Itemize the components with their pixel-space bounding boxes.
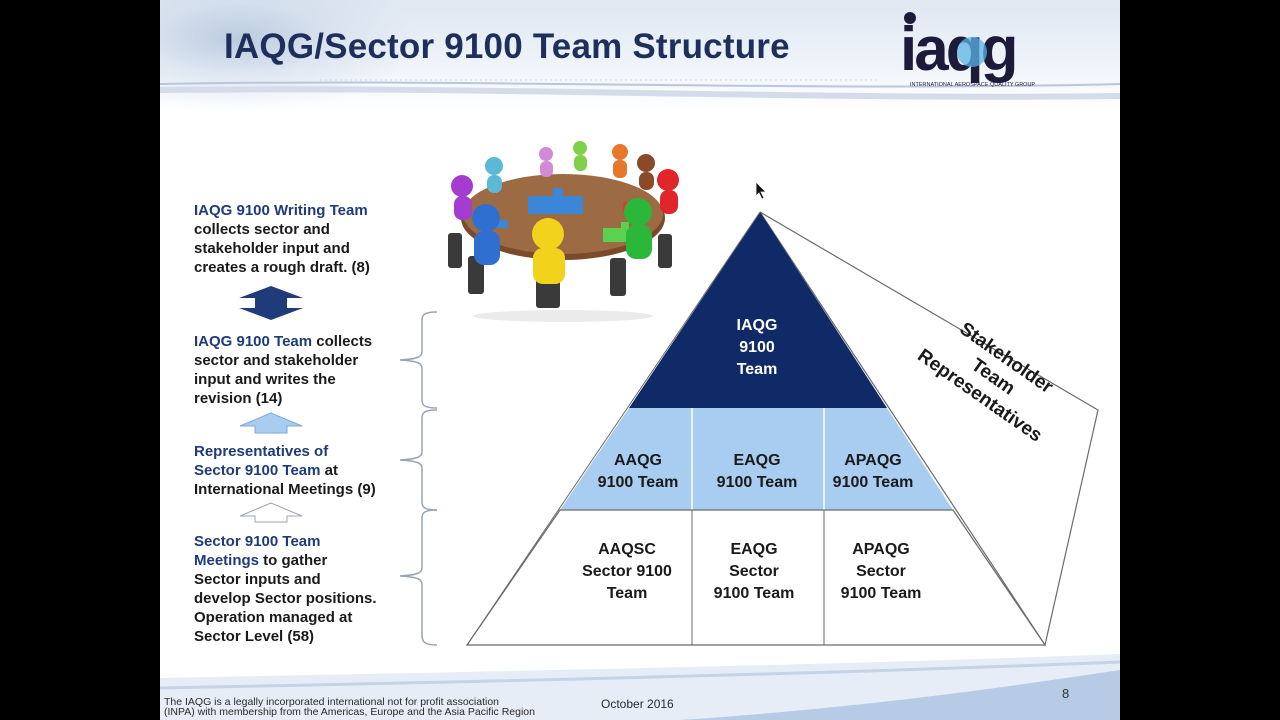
logo-subtext: INTERNATIONAL AEROSPACE QUALITY GROUP bbox=[910, 82, 1035, 88]
header-swoosh bbox=[160, 79, 1120, 100]
meeting-table-illustration bbox=[448, 141, 679, 322]
mouse-cursor-icon bbox=[755, 181, 767, 200]
writing-team-heading: IAQG 9100 Writing Team bbox=[194, 202, 368, 219]
footer-note-line-2: (INPA) with membership from the Americas… bbox=[164, 706, 535, 718]
middle-tier-3-line-2: 9100 Team bbox=[833, 474, 914, 491]
meetings-line-2-rest: to gather bbox=[259, 552, 328, 569]
middle-tier-2-line-1: EAQG bbox=[733, 452, 780, 469]
bottom-tier-2-line-1: EAQG bbox=[730, 541, 777, 558]
slide-title: IAQG/Sector 9100 Team Structure bbox=[224, 27, 790, 66]
team-line-2: sector and stakeholder bbox=[194, 352, 359, 369]
bottom-tier-2-line-3: 9100 Team bbox=[714, 585, 795, 602]
representatives-line-3: International Meetings (9) bbox=[194, 481, 376, 498]
pyramid-side-face bbox=[759, 211, 1099, 647]
top-tier-line-3: Team bbox=[737, 361, 778, 378]
meetings-line-2: Meetings to gather bbox=[194, 551, 327, 570]
representatives-line-1: Representatives of bbox=[194, 443, 329, 460]
top-tier-line-2: 9100 bbox=[739, 339, 775, 356]
slide: IAQG/Sector 9100 Team Structure iaqg INT… bbox=[160, 0, 1120, 720]
middle-tier-1-line-1: AAQG bbox=[614, 452, 662, 469]
globe-graphic bbox=[160, 0, 420, 112]
double-arrow-icon bbox=[239, 286, 303, 320]
bottom-tier-1-line-1: AAQSC bbox=[598, 541, 656, 558]
up-arrow-light-icon bbox=[239, 412, 303, 434]
pyramid-middle-tier bbox=[560, 408, 953, 510]
representatives-line-2-rest: at bbox=[320, 462, 338, 479]
pyramid-top-tier bbox=[629, 212, 887, 408]
representatives-line-2: Sector 9100 Team at bbox=[194, 461, 338, 480]
meetings-line-6: Sector Level (58) bbox=[194, 628, 315, 645]
writing-team-line-3: creates a rough draft. (8) bbox=[194, 259, 370, 276]
page-number: 8 bbox=[1062, 686, 1070, 701]
pyramid-diagram: IAQG 9100 Team AAQG 9100 Team EAQG 9100 … bbox=[465, 181, 1099, 647]
footer-band bbox=[160, 654, 1120, 720]
representatives-line-2-blue: Sector 9100 Team bbox=[194, 462, 321, 479]
writing-team-line-2: stakeholder input and bbox=[194, 240, 350, 257]
bottom-tier-3-line-1: APAQG bbox=[852, 541, 909, 558]
team-line-1-rest: collects bbox=[312, 333, 373, 350]
logo-accent-icon bbox=[957, 37, 987, 67]
middle-tier-3-line-1: APAQG bbox=[844, 452, 901, 469]
bottom-tier-1-line-3: Team bbox=[607, 585, 648, 602]
meetings-line-5: Operation managed at bbox=[194, 609, 353, 626]
team-line-3: input and writes the bbox=[194, 371, 336, 388]
logo-dot-icon bbox=[904, 12, 916, 24]
bottom-tier-3-line-2: Sector bbox=[856, 563, 906, 580]
meetings-line-4: develop Sector positions. bbox=[194, 590, 377, 607]
meetings-line-1: Sector 9100 Team bbox=[194, 533, 321, 550]
meetings-line-2-blue: Meetings bbox=[194, 552, 260, 569]
connectors-layer bbox=[239, 286, 438, 646]
bottom-tier-1-line-2: Sector 9100 bbox=[582, 563, 672, 580]
team-line-4: revision (14) bbox=[194, 390, 283, 407]
team-line-1: IAQG 9100 Team collects bbox=[194, 332, 372, 351]
footer-note-line-1: The IAQG is a legally incorporated inter… bbox=[164, 696, 500, 708]
middle-tier-2-line-2: 9100 Team bbox=[717, 474, 798, 491]
middle-tier-1-line-2: 9100 Team bbox=[598, 474, 679, 491]
brace-representatives bbox=[399, 409, 438, 511]
meetings-line-3: Sector inputs and bbox=[194, 571, 321, 588]
top-tier-line-1: IAQG bbox=[737, 317, 778, 334]
iaqg-logo: iaqg INTERNATIONAL AEROSPACE QUALITY GRO… bbox=[900, 12, 1035, 88]
team-heading: IAQG 9100 Team bbox=[194, 333, 313, 350]
brace-meetings bbox=[399, 509, 438, 646]
bottom-tier-2-line-2: Sector bbox=[729, 563, 779, 580]
footer-note: The IAQG is a legally incorporated inter… bbox=[164, 696, 535, 718]
footer-date: October 2016 bbox=[601, 697, 674, 711]
bottom-tier-3-line-3: 9100 Team bbox=[841, 585, 922, 602]
up-arrow-outline-icon bbox=[239, 502, 303, 523]
writing-team-line-1: collects sector and bbox=[194, 221, 330, 238]
brace-team bbox=[399, 311, 438, 409]
